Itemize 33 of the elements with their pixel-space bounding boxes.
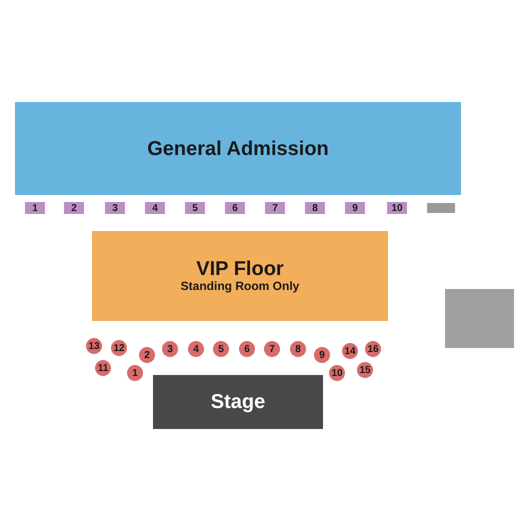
table-marker: 11 [95, 360, 111, 376]
table-marker: 3 [162, 341, 178, 357]
standing-area [92, 231, 388, 321]
stage: Stage [153, 375, 323, 429]
section-marker [427, 203, 455, 213]
area-title: VIP Floor [196, 258, 284, 280]
section-marker: 10 [387, 202, 407, 214]
table-marker: 15 [357, 362, 373, 378]
table-marker: 1 [127, 365, 143, 381]
table-marker: 12 [111, 340, 127, 356]
section-marker: 1 [25, 202, 45, 214]
section-marker: 2 [64, 202, 84, 214]
table-marker: 2 [139, 347, 155, 363]
section-marker: 7 [265, 202, 285, 214]
area-block [445, 289, 514, 348]
table-marker: 14 [342, 343, 358, 359]
table-marker: 13 [86, 338, 102, 354]
table-marker: 9 [314, 347, 330, 363]
standing-area: General Admission [15, 102, 461, 195]
section-marker: 6 [225, 202, 245, 214]
table-marker: 4 [188, 341, 204, 357]
table-marker: 5 [213, 341, 229, 357]
section-marker: 4 [145, 202, 165, 214]
table-marker: 7 [264, 341, 280, 357]
section-marker: 8 [305, 202, 325, 214]
table-marker: 8 [290, 341, 306, 357]
area-subtitle: Standing Room Only [180, 280, 300, 294]
section-marker: 5 [185, 202, 205, 214]
section-marker: 3 [105, 202, 125, 214]
table-marker: 10 [329, 365, 345, 381]
section-marker: 9 [345, 202, 365, 214]
table-marker: 6 [239, 341, 255, 357]
table-marker: 16 [365, 341, 381, 357]
